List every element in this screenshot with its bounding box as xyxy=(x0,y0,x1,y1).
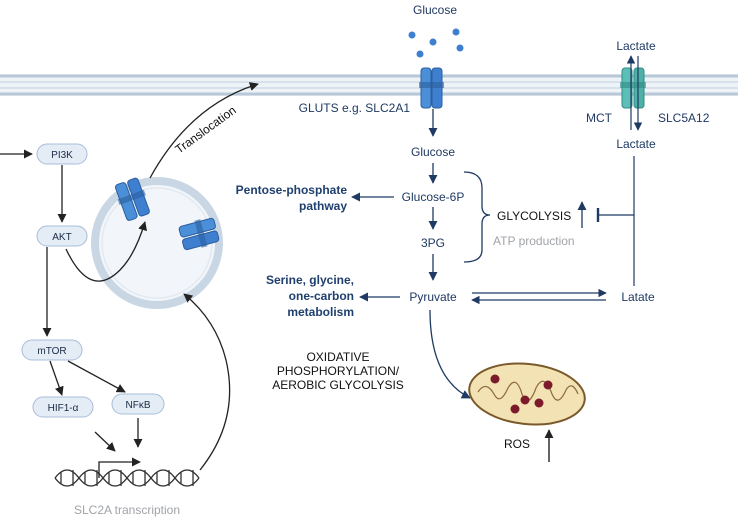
ppp-label-line2: pathway xyxy=(299,199,347,213)
hif1a-to-dna-arrow xyxy=(94,431,116,452)
pyruvate-to-mito-arrow xyxy=(429,309,471,399)
vesicle-transporter-icon xyxy=(178,217,220,251)
mct-transporter-icon xyxy=(620,67,646,109)
pi3k-label: PI3K xyxy=(51,150,73,161)
akt-label: AKT xyxy=(52,232,71,243)
mct-label: MCT xyxy=(586,111,613,125)
glucose-molecules xyxy=(408,28,464,58)
serine-label-line3: metabolism xyxy=(287,305,354,319)
lactate-inhibition-line xyxy=(596,156,635,223)
pi3k-node: PI3K xyxy=(36,143,88,165)
oxphos-label-line1: OXIDATIVE xyxy=(306,350,369,364)
atp-production-label: ATP production xyxy=(493,234,575,248)
ppp-label-line1: Pentose-phosphate xyxy=(236,183,348,197)
oxphos-label-line2: PHOSPHORYLATION/ xyxy=(277,364,400,378)
dna-helix-icon xyxy=(54,469,200,487)
gluts-label: GLUTS e.g. SLC2A1 xyxy=(299,101,411,115)
vesicle-transporter-icon xyxy=(114,177,150,221)
hif1a-label: HIF1-α xyxy=(48,403,79,414)
latate-label: Latate xyxy=(621,290,655,304)
mtor-to-nfkb-arrow xyxy=(67,360,126,393)
glucose-outside-label: Glucose xyxy=(413,3,457,17)
mitochondrion-icon xyxy=(468,362,586,426)
serine-label-line2: one-carbon xyxy=(289,289,354,303)
akt-node: AKT xyxy=(36,225,88,247)
glut-transporter-icon xyxy=(419,67,444,109)
glycolysis-label: GLYCOLYSIS xyxy=(497,209,571,223)
transcription-start-arrow xyxy=(98,457,141,478)
glucose-6p-label: Glucose-6P xyxy=(402,190,465,204)
slc5a12-label: SLC5A12 xyxy=(658,111,710,125)
mtor-node: mTOR xyxy=(21,339,83,361)
mtor-label: mTOR xyxy=(37,346,66,357)
oxphos-label-line3: AEROBIC GLYCOLYSIS xyxy=(272,378,404,392)
glucose-inside-label: Glucose xyxy=(411,145,455,159)
serine-label-line1: Serine, glycine, xyxy=(266,273,354,287)
transcription-to-vesicle-arrow xyxy=(183,293,231,471)
slc2a-transcription-label: SLC2A transcription xyxy=(74,503,180,517)
nfkb-node: NFκB xyxy=(111,393,165,415)
ros-label: ROS xyxy=(504,437,530,451)
akt-to-vesicle-arrow xyxy=(65,221,147,282)
lactate-inside-label: Lactate xyxy=(616,137,656,151)
hif1a-node: HIF1-α xyxy=(32,396,94,418)
translocation-arrow xyxy=(149,82,259,179)
glycolysis-brace xyxy=(463,171,491,263)
nfkb-label: NFκB xyxy=(126,400,151,411)
lactate-outside-label: Lactate xyxy=(616,39,656,53)
pyruvate-label: Pyruvate xyxy=(409,290,457,304)
cell-membrane xyxy=(0,74,738,96)
3pg-label: 3PG xyxy=(421,236,445,250)
mtor-to-hif1a-arrow xyxy=(49,360,64,396)
